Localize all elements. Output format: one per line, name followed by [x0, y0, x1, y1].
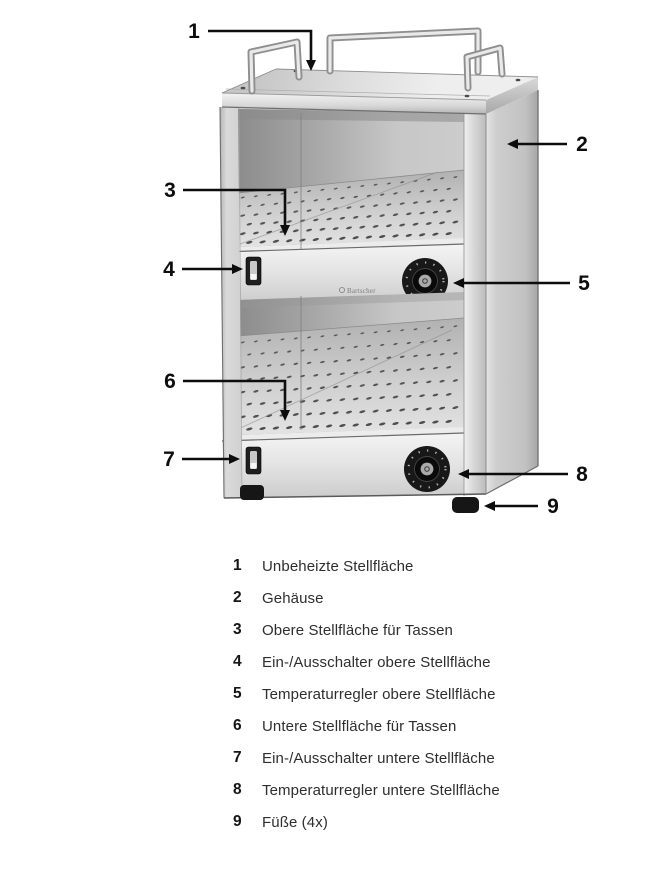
legend-label: Temperaturregler obere Stellfläche: [262, 685, 496, 703]
callout-2: 2: [507, 133, 588, 156]
callout-9: 9: [484, 495, 559, 518]
front-left-pillar: [220, 107, 242, 498]
housing-outline: [219, 106, 487, 499]
callout-8: 8: [458, 463, 588, 486]
callout-5-number: 5: [578, 272, 590, 295]
legend-row: 1 Unbeheizte Stellfläche: [0, 550, 650, 582]
callout-7-number: 7: [163, 448, 175, 471]
legend-label: Füße (4x): [262, 813, 328, 831]
carry-rail-right: [463, 44, 506, 92]
legend-number: 8: [233, 781, 242, 798]
legend-label: Temperaturregler untere Stellfläche: [262, 781, 500, 799]
parts-legend: 1 Unbeheizte Stellfläche 2 Gehäuse 3 Obe…: [0, 550, 650, 838]
top-surface-screws: [240, 69, 521, 98]
brand-logo-text: Bartscher: [347, 287, 376, 295]
callout-2-number: 2: [576, 133, 588, 156]
callout-9-number: 9: [547, 495, 559, 518]
callout-1: 1: [188, 20, 316, 71]
callout-4-number: 4: [163, 258, 175, 281]
front-left-foot: [240, 485, 264, 500]
callout-4: 4: [163, 258, 243, 281]
legend-row: 8 Temperaturregler untere Stellfläche: [0, 774, 650, 806]
feet: [240, 485, 479, 513]
front-right-foot: [452, 497, 479, 513]
legend-number: 9: [233, 813, 242, 830]
legend-number: 4: [233, 653, 242, 670]
upper-control-band: Bartscher: [221, 243, 465, 304]
callout-6-number: 6: [164, 370, 176, 393]
legend-row: 6 Untere Stellfläche für Tassen: [0, 710, 650, 742]
top-plate: [221, 68, 539, 115]
legend-row: 3 Obere Stellfläche für Tassen: [0, 614, 650, 646]
legend-label: Untere Stellfläche für Tassen: [262, 717, 457, 735]
upper-compartment: [237, 109, 465, 253]
callout-6: 6: [164, 370, 290, 421]
legend-number: 3: [233, 621, 242, 638]
legend-label: Ein-/Ausschalter untere Stellfläche: [262, 749, 495, 767]
legend-row: 7 Ein-/Ausschalter untere Stellfläche: [0, 742, 650, 774]
upper-temp-knob: [402, 258, 448, 304]
carry-rail-back: [326, 27, 482, 76]
callout-5: 5: [453, 272, 590, 295]
callout-7: 7: [163, 448, 240, 471]
brand-logo: Bartscher: [338, 286, 376, 295]
lower-temp-knob: [404, 446, 450, 492]
callouts: 1 2 3 4 5 6 7: [163, 20, 590, 518]
legend-label: Unbeheizte Stellfläche: [262, 557, 414, 575]
callout-3: 3: [164, 179, 290, 236]
upper-shelf: [237, 169, 465, 253]
legend-number: 5: [233, 685, 242, 702]
lower-power-switch: [245, 446, 262, 475]
legend-label: Obere Stellfläche für Tassen: [262, 621, 453, 639]
legend-number: 6: [233, 717, 242, 734]
legend-row: 4 Ein-/Ausschalter obere Stellfläche: [0, 646, 650, 678]
legend-row: 9 Füße (4x): [0, 806, 650, 838]
legend-number: 7: [233, 749, 242, 766]
upper-power-switch: [245, 256, 262, 286]
legend-row: 2 Gehäuse: [0, 582, 650, 614]
carry-rail-left: [247, 38, 303, 95]
callout-8-number: 8: [576, 463, 588, 486]
lower-compartment: [231, 292, 465, 441]
cup-warmer-diagram: Bartscher: [163, 20, 590, 518]
callout-1-number: 1: [188, 20, 200, 43]
legend-row: 5 Temperaturregler obere Stellfläche: [0, 678, 650, 710]
legend-number: 1: [233, 557, 242, 574]
upper-shelf-perforation: [239, 176, 459, 244]
lower-shelf: [231, 317, 465, 441]
carry-rails: [247, 27, 506, 95]
callout-3-number: 3: [164, 179, 176, 202]
legend-number: 2: [233, 589, 242, 606]
front-right-pillar: [464, 112, 486, 496]
legend-label: Ein-/Ausschalter obere Stellfläche: [262, 653, 491, 671]
housing-side-panel: [485, 90, 539, 495]
lower-control-band: [221, 432, 465, 498]
legend-label: Gehäuse: [262, 589, 324, 607]
